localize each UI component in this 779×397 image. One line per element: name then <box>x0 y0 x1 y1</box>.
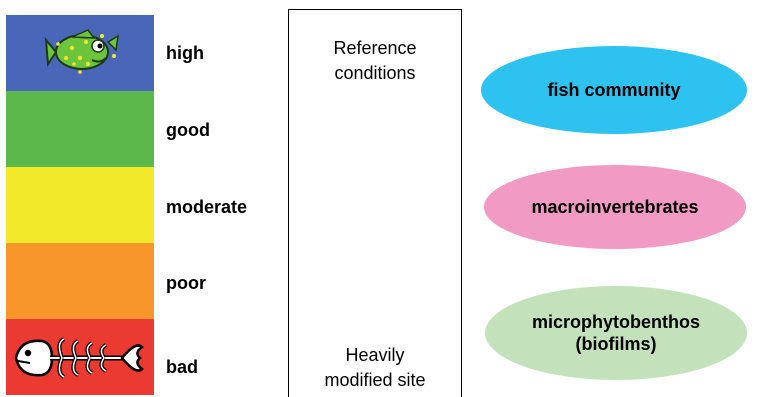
fish-skeleton-icon <box>14 337 144 379</box>
reference-conditions-line1: Reference <box>333 38 417 58</box>
heavily-modified-line1: Heavily <box>345 345 405 365</box>
indicator-macroinvertebrates-label: macroinvertebrates <box>531 197 699 217</box>
indicator-macroinvertebrates: macroinvertebrates <box>484 165 746 249</box>
indicator-microphytobenthos-label: microphytobenthos <box>531 312 700 332</box>
level-label-high: high <box>166 43 204 63</box>
indicator-fish-community-label: fish community <box>547 80 681 100</box>
band-bad <box>6 319 154 395</box>
level-label-poor: poor <box>166 273 206 293</box>
indicator-microphytobenthos: microphytobenthos (biofilms) <box>485 286 747 380</box>
fish-icon <box>44 29 119 74</box>
level-label-good: good <box>166 120 210 140</box>
reference-box: Reference conditions Heavily modified si… <box>288 9 462 397</box>
level-label-moderate: moderate <box>166 197 248 217</box>
band-poor <box>6 243 154 319</box>
indicator-fish-community: fish community <box>481 46 747 134</box>
band-moderate <box>6 167 154 243</box>
band-good <box>6 91 154 167</box>
reference-conditions-line2: conditions <box>334 63 416 83</box>
heavily-modified-line2: modified site <box>324 370 426 390</box>
indicator-microphytobenthos-sublabel: (biofilms) <box>575 334 657 354</box>
level-label-bad: bad <box>166 357 199 377</box>
band-high <box>6 15 154 91</box>
status-scale <box>6 15 154 395</box>
